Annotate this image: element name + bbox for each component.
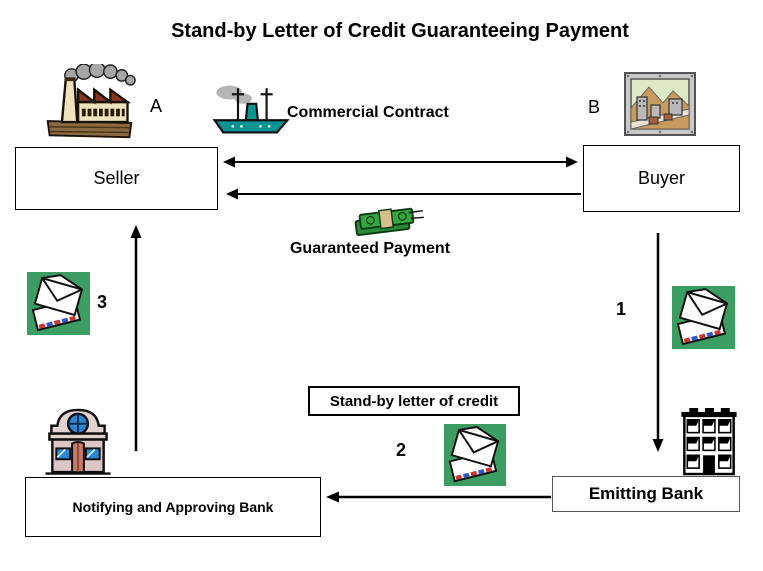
mail-envelope-icon-step3 — [27, 272, 90, 335]
office-building-icon — [678, 407, 740, 476]
commercial-contract-label: Commercial Contract — [287, 104, 449, 121]
diagram-title: Stand-by Letter of Credit Guaranteeing P… — [171, 20, 629, 42]
emitting-bank-node: Emitting Bank — [552, 476, 740, 512]
seller-label: Seller — [93, 168, 140, 188]
commercial-contract-arrow — [223, 156, 578, 168]
seller-node: Seller — [15, 147, 218, 210]
guaranteed-payment-arrow — [226, 188, 581, 200]
buyer-node: Buyer — [583, 145, 740, 212]
step-2-arrow — [326, 491, 551, 503]
step-2-label: 2 — [396, 440, 407, 460]
notifying-bank-label: Notifying and Approving Bank — [72, 499, 274, 515]
city-picture-icon — [624, 72, 696, 136]
guaranteed-payment-label: Guaranteed Payment — [289, 240, 451, 257]
factory-icon — [42, 61, 137, 142]
mail-envelope-icon-step1 — [672, 286, 735, 349]
buyer-label: Buyer — [637, 168, 686, 188]
standby-letter-node: Stand-by letter of credit — [308, 386, 520, 416]
step-3-arrow — [130, 225, 142, 451]
emitting-bank-label: Emitting Bank — [588, 484, 704, 503]
mail-envelope-icon-step2 — [444, 424, 506, 486]
party-a-label: A — [150, 96, 163, 116]
steamship-icon — [212, 80, 290, 138]
notifying-bank-node: Notifying and Approving Bank — [25, 477, 321, 537]
banknotes-icon — [350, 206, 424, 240]
step-1-label: 1 — [616, 299, 627, 319]
party-b-label: B — [588, 97, 601, 117]
step-1-arrow — [652, 233, 664, 452]
standby-letter-label: Stand-by letter of credit — [329, 392, 499, 410]
step-3-label: 3 — [97, 292, 108, 312]
bank-building-icon — [43, 406, 113, 477]
